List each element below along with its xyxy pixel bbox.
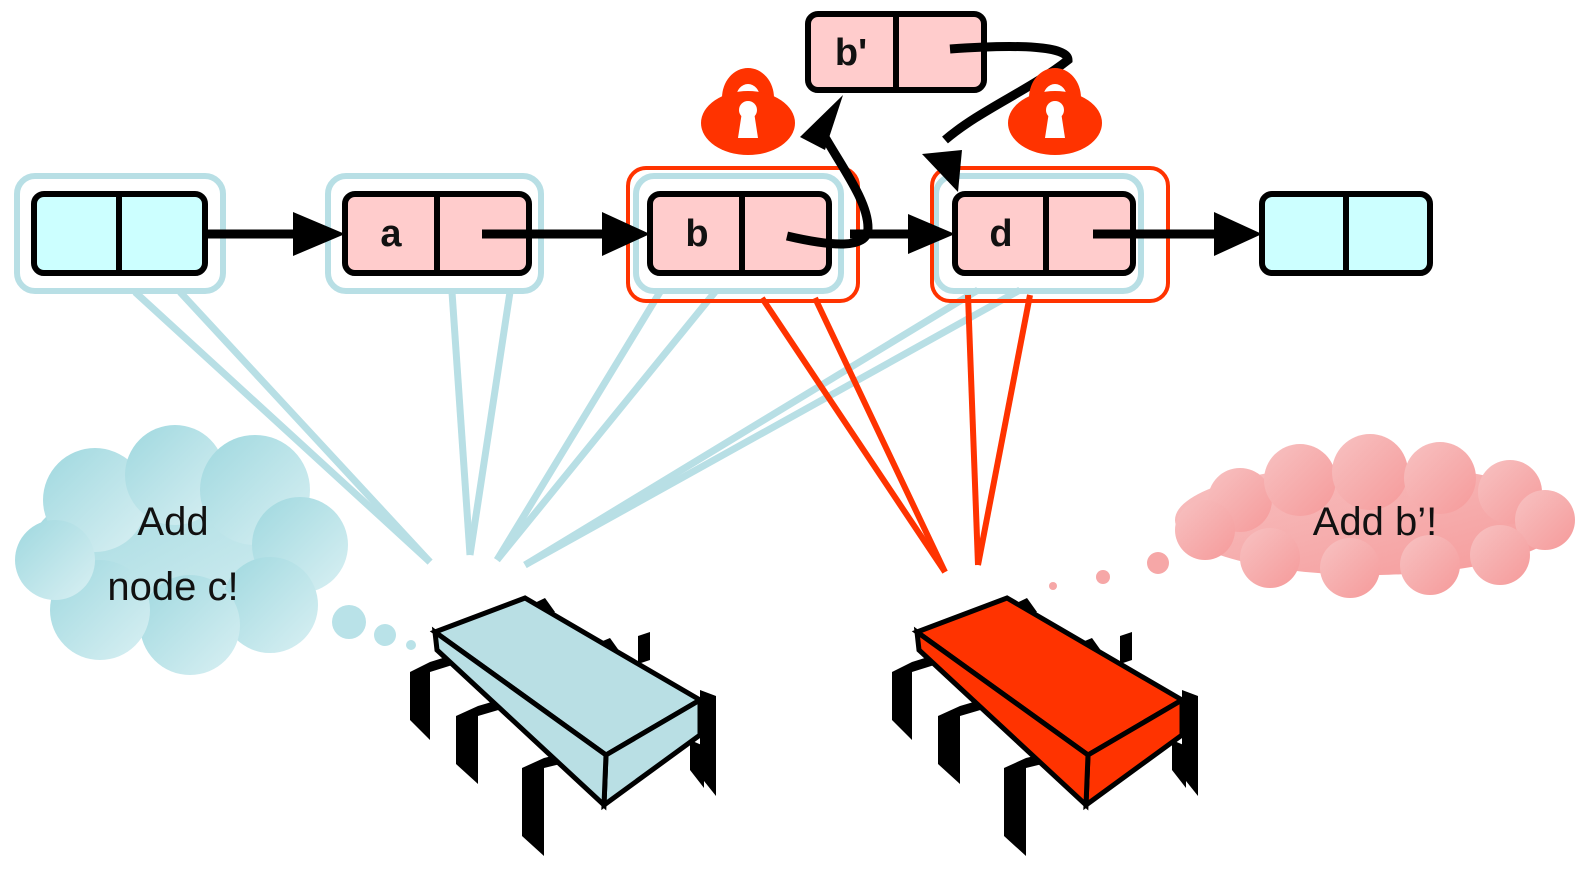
red-thread-links <box>759 294 1033 574</box>
list-node-b: b <box>647 191 832 276</box>
thought-bubble-dot <box>1096 570 1110 584</box>
pointer-d-to-tail <box>1093 212 1262 256</box>
node-label-d: d <box>989 213 1012 255</box>
pointer-b-to-d <box>850 214 955 254</box>
pointer-a-to-b <box>482 212 650 256</box>
pointer-head-to-a <box>205 212 345 256</box>
thought-bubble-dot <box>374 624 396 646</box>
list-node-head <box>31 191 208 276</box>
processor-chip-icon <box>410 595 716 856</box>
processor-chip-icon <box>892 595 1198 856</box>
list-node-d: d <box>952 191 1136 276</box>
blue-thought-line1: Add <box>137 500 208 544</box>
blue-thought-line2: node c! <box>107 565 238 609</box>
node-label-a: a <box>380 213 402 255</box>
red-thought-text: Add b’! <box>1313 500 1438 544</box>
thought-bubble-dot <box>1147 552 1169 574</box>
thought-bubble-dot <box>332 605 366 639</box>
new-node-b-prime: b' <box>805 11 987 93</box>
next-pointers <box>205 42 1262 256</box>
lock-icon <box>701 68 795 155</box>
blue-thread-links <box>132 286 1022 569</box>
pointer-b-prime-to-d <box>922 42 1073 192</box>
node-label-b-prime: b' <box>835 32 867 74</box>
thought-bubble-dot <box>1049 582 1057 590</box>
blue-thought-cloud: Add node c! <box>15 425 416 675</box>
node-label-b: b <box>685 213 708 255</box>
lock-icon <box>1008 68 1102 155</box>
pointer-b-to-b-prime <box>785 95 873 249</box>
list-node-tail <box>1259 191 1433 276</box>
thought-bubble-dot <box>406 640 416 650</box>
red-thought-cloud: Add b’! <box>1049 434 1575 598</box>
